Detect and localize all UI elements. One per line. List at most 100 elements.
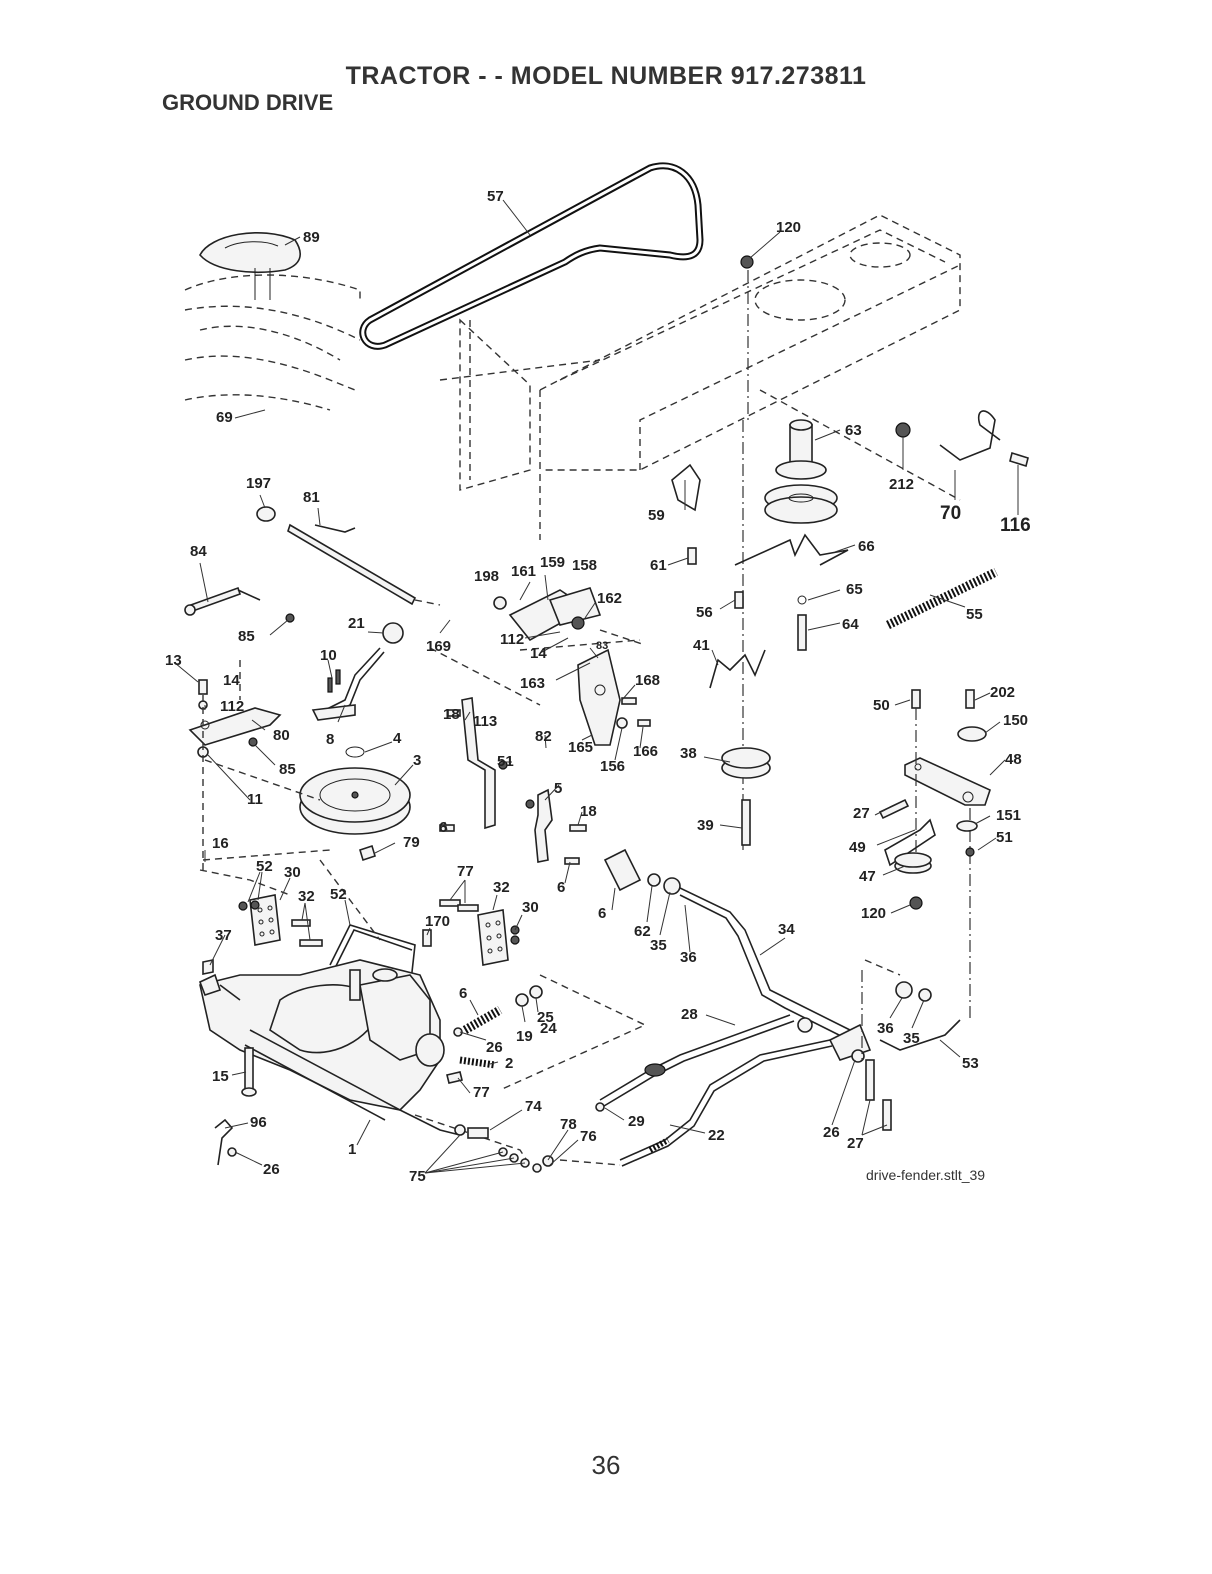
- callout: 4: [393, 730, 402, 747]
- callout: 169: [426, 638, 451, 655]
- callout: 11: [247, 791, 263, 808]
- callout: 161: [511, 563, 536, 580]
- callout: 57: [487, 188, 504, 205]
- callout: 14: [223, 672, 240, 689]
- callout: 202: [990, 684, 1015, 701]
- callout: 80: [273, 727, 290, 744]
- callout: 55: [966, 606, 983, 623]
- callout: 6: [439, 819, 447, 836]
- rod-22: [619, 1039, 833, 1167]
- callout: 112: [220, 698, 244, 715]
- callout: 84: [190, 543, 207, 560]
- callout: 64: [842, 616, 859, 633]
- tractor-frame: [439, 214, 961, 540]
- callout: 78: [560, 1116, 577, 1133]
- bracket-26-27: [828, 970, 892, 1131]
- callout: 89: [303, 229, 320, 246]
- callout: 32: [493, 879, 510, 896]
- callout: 165: [568, 739, 593, 756]
- callout: 52: [330, 886, 347, 903]
- clip-41: [709, 649, 766, 689]
- callout: 112: [500, 631, 524, 648]
- callout: 63: [845, 422, 862, 439]
- callout: 32: [298, 888, 315, 905]
- callout: 120: [776, 219, 801, 236]
- callout: 8: [326, 731, 334, 748]
- callout: 120: [861, 905, 886, 922]
- callout: 62: [634, 923, 651, 940]
- spring-55: [886, 567, 998, 630]
- callout: 26: [823, 1124, 840, 1141]
- callout: 85: [279, 761, 296, 778]
- callout: 51: [996, 829, 1013, 846]
- callout: 158: [572, 557, 597, 574]
- callout: 81: [303, 489, 320, 506]
- callout: 48: [1005, 751, 1022, 768]
- callout: 35: [650, 937, 667, 954]
- callout: 14: [530, 645, 547, 662]
- callout: 22: [708, 1127, 725, 1144]
- callout: 66: [858, 538, 875, 555]
- rod-170: [329, 924, 432, 991]
- callout: 13: [165, 652, 182, 669]
- callout: 24: [540, 1020, 557, 1037]
- callout: 6: [459, 985, 467, 1002]
- callout: 197: [246, 475, 271, 492]
- callout: 74: [525, 1098, 542, 1115]
- callout: 28: [681, 1006, 698, 1023]
- callout: 61: [650, 557, 667, 574]
- callout: 27: [853, 805, 870, 822]
- rod-84: [184, 586, 295, 623]
- callout: 35: [903, 1030, 920, 1047]
- callout: 47: [859, 868, 876, 885]
- callout: 56: [696, 604, 713, 621]
- callout: 70: [940, 503, 961, 524]
- callout: 83: [596, 640, 608, 652]
- callout: 27: [847, 1135, 864, 1152]
- callout: 39: [697, 817, 714, 834]
- callout: 65: [846, 581, 863, 598]
- callout: 30: [522, 899, 539, 916]
- lever-8: [311, 622, 404, 721]
- callout: 26: [486, 1039, 503, 1056]
- callout: 2: [505, 1055, 513, 1072]
- page-title: TRACTOR - - MODEL NUMBER 917.273811: [345, 62, 867, 90]
- idler-bracket-48: [904, 689, 991, 1020]
- callout: 29: [628, 1113, 645, 1130]
- callout: 51: [497, 753, 514, 770]
- callout: 1: [348, 1141, 356, 1158]
- callout: 76: [580, 1128, 597, 1145]
- rod-28: [595, 1014, 813, 1112]
- callout: 77: [473, 1084, 490, 1101]
- callout-labels: 57 120 89 69 63 212 70 116 197 81 84 66 …: [165, 188, 1031, 1185]
- bracket-113: [439, 697, 587, 865]
- callout: 25: [537, 1009, 554, 1026]
- callout: 168: [635, 672, 660, 689]
- callout: 82: [535, 728, 552, 745]
- callout: 6: [598, 905, 606, 922]
- callout: 36: [680, 949, 697, 966]
- idler-47: [878, 798, 936, 910]
- callout: 85: [238, 628, 255, 645]
- callout: 10: [320, 647, 337, 664]
- callout: 41: [693, 637, 710, 654]
- callout: 170: [425, 913, 450, 930]
- callout: 96: [250, 1114, 267, 1131]
- callout: 18: [443, 706, 460, 723]
- callout: 26: [263, 1161, 280, 1178]
- spindle-pulley: [764, 419, 838, 524]
- bracket-80: [188, 660, 331, 870]
- callout: 113: [473, 713, 497, 730]
- callout: 36: [877, 1020, 894, 1037]
- callout: 163: [520, 675, 545, 692]
- callout: 15: [212, 1068, 229, 1085]
- callout: 18: [580, 803, 597, 820]
- callout: 37: [215, 927, 232, 944]
- callout: 116: [1000, 515, 1031, 536]
- callout: 150: [1003, 712, 1028, 729]
- pivot-bracket-group: [429, 587, 651, 746]
- fender-outline: [184, 274, 361, 411]
- transaxle-1: [198, 959, 531, 1166]
- callout: 53: [962, 1055, 979, 1072]
- callout: 50: [873, 697, 890, 714]
